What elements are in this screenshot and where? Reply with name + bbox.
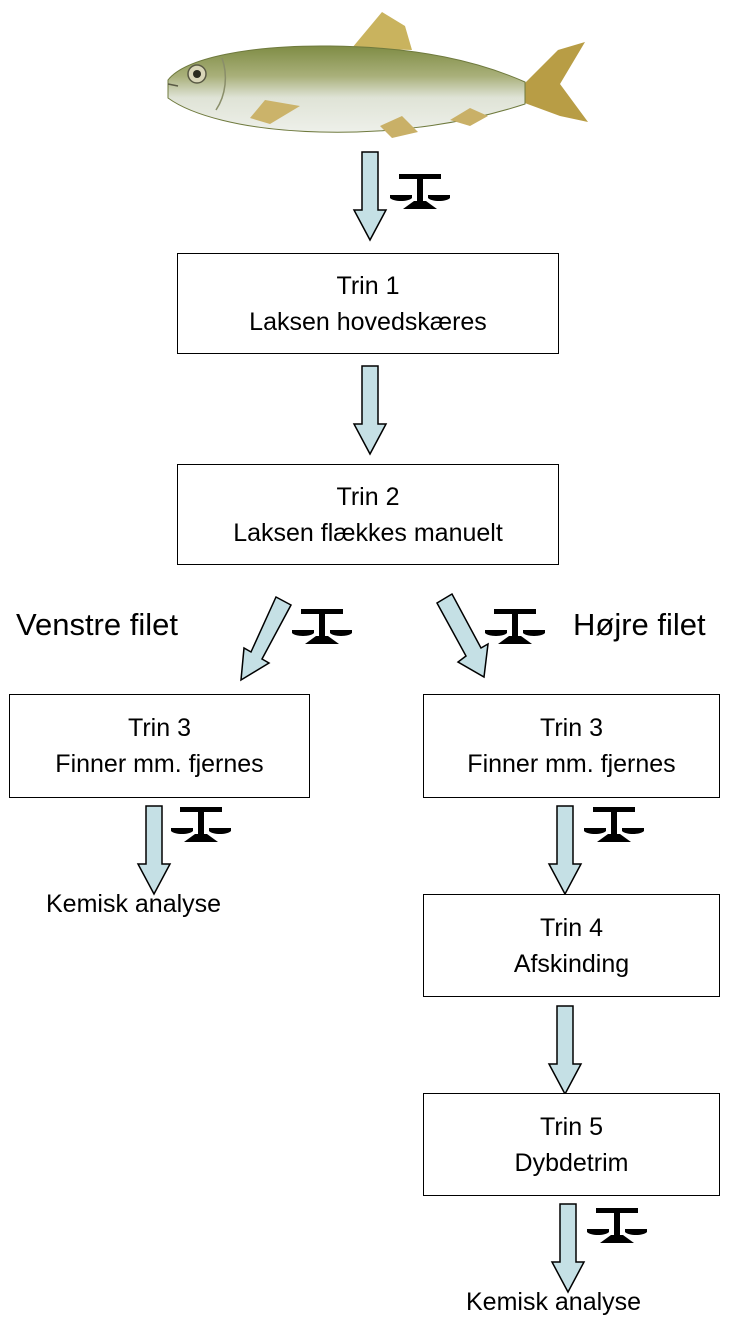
arrow-trin3-to-trin4 [548,805,582,895]
step-trin3-right: Trin 3 Finner mm. fjernes [423,694,720,798]
arrow-trin1-to-trin2 [353,365,387,455]
step-trin1: Trin 1 Laksen hovedskæres [177,253,559,354]
scale-icon [390,174,450,209]
step-title: Trin 5 [540,1112,603,1141]
branch-label-left: Venstre filet [16,607,178,642]
step-description: Finner mm. fjernes [467,750,676,778]
step-trin5: Trin 5 Dybdetrim [423,1093,720,1196]
step-title: Trin 1 [336,271,400,300]
arrow-trin5-to-analysis [551,1203,585,1293]
scale-icon [587,1208,647,1243]
branch-label-right: Højre filet [573,607,706,642]
step-trin4: Trin 4 Afskinding [423,894,720,997]
step-trin2: Trin 2 Laksen flækkes manuelt [177,464,559,565]
arrow-fish-to-trin1 [353,151,387,241]
step-trin3-left: Trin 3 Finner mm. fjernes [9,694,310,798]
arrow-trin4-to-trin5 [548,1005,582,1095]
step-title: Trin 3 [540,714,603,742]
step-description: Finner mm. fjernes [55,750,264,778]
arrow-left-to-analysis [137,805,171,895]
step-title: Trin 3 [128,714,191,742]
scale-icon [171,807,231,842]
scale-icon [584,807,644,842]
output-label-right: Kemisk analyse [466,1288,642,1316]
arrow-trin2-to-right [435,592,489,679]
arrow-trin2-to-left [240,595,293,682]
step-description: Laksen hovedskæres [249,307,487,336]
step-title: Trin 4 [540,913,603,942]
step-description: Afskinding [513,949,630,978]
scale-icon [292,609,352,644]
step-title: Trin 2 [336,482,400,511]
step-description: Laksen flækkes manuelt [233,518,503,547]
scale-icon [485,609,545,644]
output-label-left: Kemisk analyse [46,890,222,918]
step-description: Dybdetrim [514,1148,629,1177]
